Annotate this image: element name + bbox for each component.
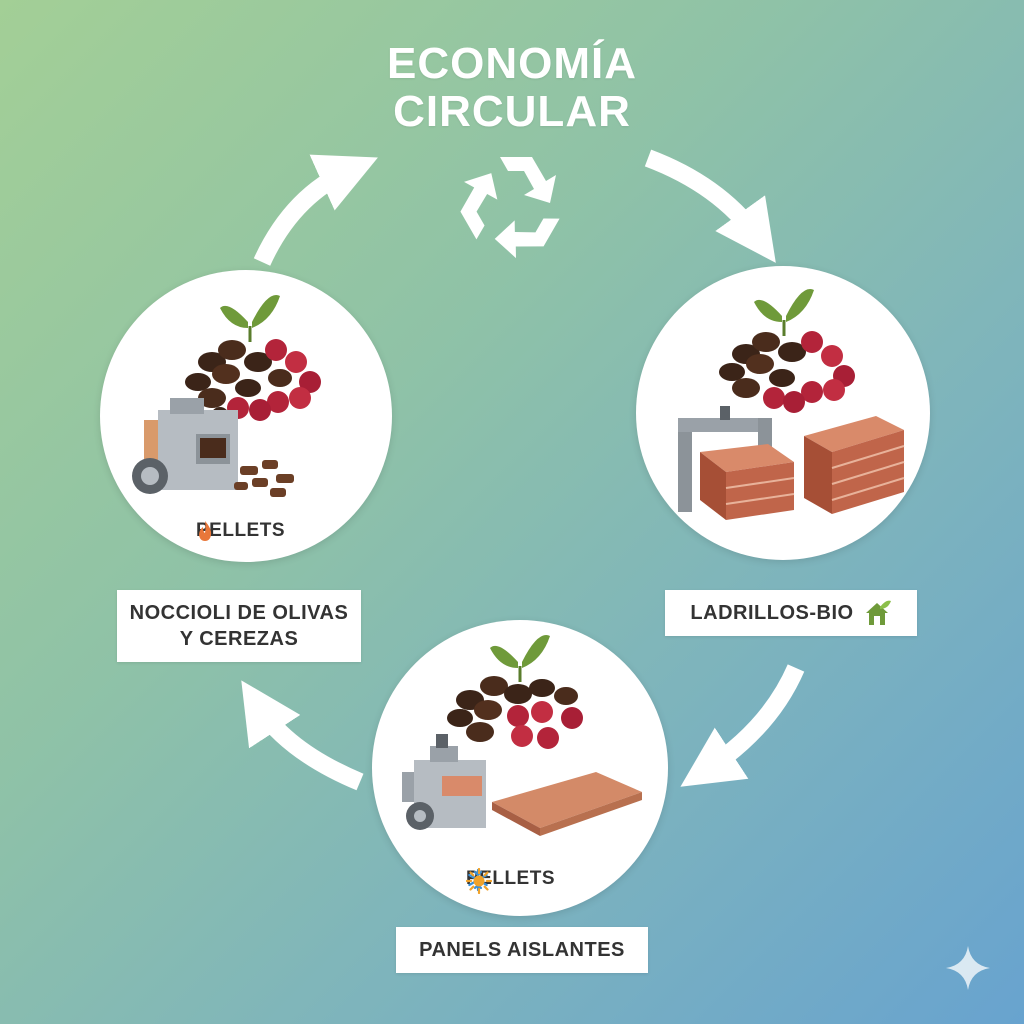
bricks-icon: [700, 416, 905, 520]
label-line-1: NOCCIOLI DE OLIVAS: [129, 602, 349, 624]
circle-label-pellets: PELLETS: [196, 520, 286, 541]
arrow-top-to-right: [644, 149, 776, 263]
label-box-bio-bricks: LADRILLOS-BIO: [665, 590, 917, 636]
circle-label-pellets-thermal: PELLETS: [466, 868, 555, 894]
leaf-icon: [490, 635, 550, 682]
sun-icon: [466, 868, 492, 894]
arrow-right-to-bottom: [680, 664, 805, 787]
insulating-panel-icon: [492, 772, 642, 836]
label-line-2: Y CEREZAS: [179, 628, 299, 650]
arrow-bottom-to-left: [241, 680, 364, 791]
pellet-machine-icon: [132, 398, 238, 494]
olives-cherries-icon: [447, 676, 583, 749]
sparkle-icon: [946, 946, 990, 990]
brick-press-icon: [678, 406, 772, 512]
recycle-icon: [460, 157, 560, 259]
pellets-icon: [234, 460, 294, 497]
olives-cherries-bricks-illustration: [678, 289, 905, 520]
title-line-1: ECONOMÍA: [387, 39, 637, 88]
circle-bio-bricks: [636, 266, 930, 560]
diagram-title: ECONOMÍA CIRCULAR: [312, 40, 712, 136]
fire-icon: [199, 521, 212, 541]
eco-house-icon: [865, 600, 891, 625]
leaf-icon: [754, 289, 814, 336]
label-box-insulating-panels: PANELS AISLANTES: [396, 927, 648, 973]
olives-cherries-icon: [719, 331, 855, 413]
title-line-2: CIRCULAR: [393, 87, 631, 136]
circle-insulating-panels: PELLETS: [372, 620, 668, 916]
olives-cherries-panel-illustration: [402, 635, 642, 836]
label-insulating-panels-text: PANELS AISLANTES: [419, 939, 625, 961]
label-bio-bricks-text: LADRILLOS-BIO: [690, 602, 854, 624]
label-box-olive-cherry-pits: NOCCIOLI DE OLIVAS Y CEREZAS: [117, 590, 361, 662]
arrow-left-to-top: [253, 154, 378, 266]
olives-cherries-machine-illustration: [132, 295, 321, 497]
circle-pellets-fuel: PELLETS: [100, 270, 392, 562]
panel-machine-icon: [402, 734, 486, 830]
leaf-icon: [220, 295, 280, 342]
